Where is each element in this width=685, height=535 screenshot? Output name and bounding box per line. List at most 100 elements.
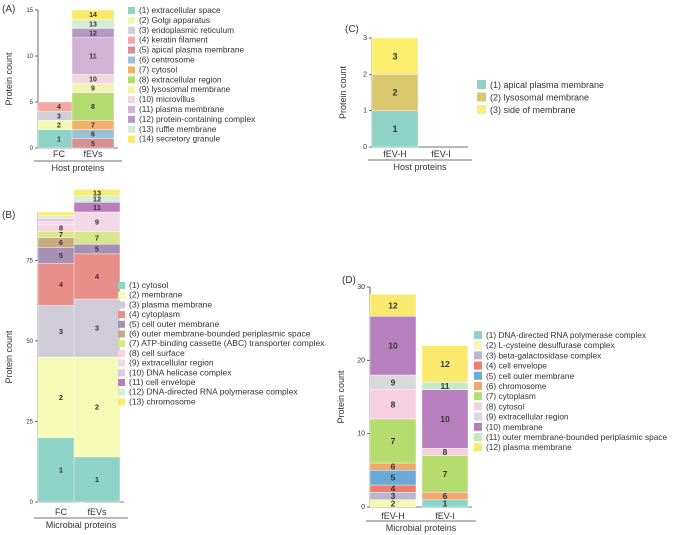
bar-segment-label: 1	[95, 475, 99, 484]
legend-swatch	[128, 76, 135, 84]
bar-segment-label: 11	[93, 203, 101, 212]
bar-segment-label: 7	[443, 469, 448, 479]
legend-entry-label: (12) plasma membrane	[486, 442, 572, 452]
legend-swatch	[118, 379, 125, 386]
legend-swatch	[128, 16, 135, 24]
legend-swatch	[477, 92, 486, 102]
bar-segment	[371, 110, 419, 148]
legend: (1) apical plasma membrane (2) lysosomal …	[477, 80, 604, 115]
legend-swatch	[128, 125, 135, 133]
legend-swatch	[118, 320, 125, 328]
bar-segment-label: 13	[89, 21, 97, 28]
bar-segment	[369, 389, 417, 420]
bar-segment-label: 2	[392, 88, 397, 98]
legend-swatch	[128, 56, 135, 64]
bar-segment-label: 10	[89, 76, 97, 83]
legend-swatch	[118, 340, 125, 348]
y-tick-label: 3	[363, 35, 367, 42]
legend-entry-label: (3) plasma membrane	[129, 299, 212, 309]
bar-segment-label: 4	[95, 272, 100, 281]
legend-entry-label: (3) beta-galactosidase complex	[486, 350, 602, 360]
bar-segment-label: 7	[95, 233, 99, 242]
legend-entry-label: (10) DNA helicase complex	[129, 367, 232, 377]
x-axis-title: Microbial proteins	[386, 523, 457, 533]
bar-segment-label: 1	[57, 136, 61, 143]
legend-entry-label: (3) side of membrane	[490, 105, 576, 115]
legend-entry-label: (11) plasma membrane	[139, 104, 225, 114]
bar-segment-label: 2	[59, 393, 63, 402]
legend-entry-label: (7) cytosol	[139, 64, 177, 74]
x-category-label: fEV-H	[381, 511, 405, 521]
x-category-label: fEVs	[87, 507, 107, 517]
legend-entry-label: (4) cell envelope	[486, 361, 547, 371]
y-tick-label: 10	[357, 431, 365, 438]
legend-swatch	[118, 282, 125, 289]
legend-entry-label: (9) extracellular region	[129, 358, 214, 368]
legend-swatch	[477, 105, 486, 114]
y-axis-title: Protein count	[336, 370, 346, 424]
bar-segment-label: 14	[89, 12, 97, 19]
legend-swatch	[128, 36, 135, 44]
y-tick-label: 5	[30, 100, 34, 106]
legend-swatch	[474, 341, 482, 350]
bar-segment-label: 11	[89, 53, 97, 60]
y-tick-label: 0	[30, 146, 34, 152]
y-axis-title: Protein count	[4, 330, 14, 384]
y-tick-label: 2	[363, 71, 367, 78]
bar-segment	[73, 253, 121, 300]
y-tick-label: 0	[361, 504, 365, 511]
bar-segment-label: 8	[59, 224, 63, 233]
legend-swatch	[474, 443, 482, 452]
legend-entry-label: (5) cell outer membrane	[486, 371, 574, 381]
bar-segment-label: 5	[91, 141, 95, 148]
legend-swatch	[128, 106, 135, 113]
legend-swatch	[118, 369, 125, 377]
legend-entry-label: (11) cell envelope	[129, 377, 196, 387]
bar-segment-label: 8	[91, 104, 95, 111]
x-axis-title: Host proteins	[51, 163, 105, 173]
bar-segment-label: 5	[391, 473, 396, 483]
legend-entry-label: (5) cell outer membrane	[129, 319, 220, 329]
y-tick-label: 0	[30, 500, 34, 506]
bar-segment-label: 2	[391, 498, 396, 508]
legend-swatch	[474, 361, 482, 370]
bar-segment-label: 9	[391, 377, 396, 387]
y-tick-label: 1	[363, 108, 367, 115]
bar-segment-label: 12	[93, 195, 101, 204]
legend-entry-label: (7) cytoplasm	[486, 391, 536, 401]
legend-entry-label: (1) extracellular space	[139, 5, 221, 15]
bar-segment-label: 8	[443, 447, 448, 457]
legend-swatch	[128, 135, 135, 143]
bar-segment-label: 13	[93, 188, 101, 197]
legend-entry-label: (2) lysosomal membrane	[490, 93, 589, 103]
bar-segment	[73, 298, 121, 358]
legend-swatch	[474, 422, 482, 431]
bar-segment	[421, 345, 469, 383]
y-tick-label: 30	[357, 284, 365, 291]
legend-entry-label: (9) lysosomal membrane	[139, 84, 231, 94]
legend-swatch	[128, 86, 135, 94]
x-category-label: FC	[53, 149, 65, 159]
legend-entry-label: (14) secretory granule	[139, 134, 221, 144]
bar-segment	[371, 37, 419, 75]
bar-segment-label: 3	[95, 324, 99, 333]
legend-entry-label: (12) protein-containing complex	[139, 114, 256, 124]
legend-entry-label: (6) centrosome	[139, 55, 195, 65]
legend-swatch	[118, 330, 125, 338]
legend-entry-label: (6) chromosome	[486, 381, 547, 391]
legend: (1) DNA-directed RNA polymerase complex(…	[474, 330, 667, 452]
panel-label: (A)	[2, 4, 15, 15]
bar-segment-label: 4	[57, 104, 61, 111]
legend-entry-label: (10) microvillus	[139, 94, 195, 104]
legend-swatch	[474, 392, 482, 401]
legend-entry-label: (1) apical plasma membrane	[490, 80, 604, 90]
bar-segment-label: 7	[391, 436, 396, 446]
legend-entry-label: (2) Golgi apparatus	[139, 15, 210, 25]
legend-entry-label: (13) chromosome	[129, 396, 196, 406]
y-tick-label: 15	[26, 8, 33, 14]
bar-segment-label: 8	[391, 399, 396, 409]
legend-entry-label: (2) L-cysteine desulfurase complex	[486, 340, 616, 350]
bar-segment	[73, 456, 121, 503]
bar-segment-label: 10	[440, 414, 450, 424]
